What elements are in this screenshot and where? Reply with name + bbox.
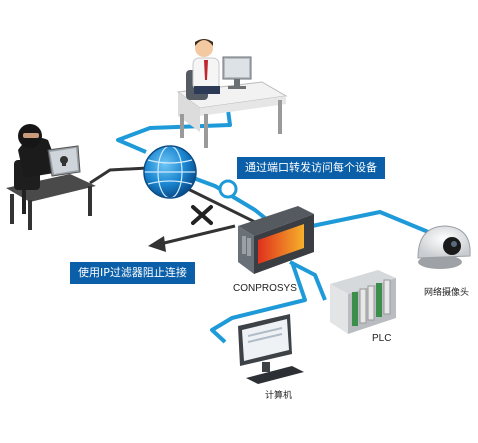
conprosys-device-icon — [238, 206, 314, 274]
hacker-icon — [6, 124, 96, 230]
device-label: CONPROSYS — [233, 283, 297, 294]
office-user-icon — [176, 39, 288, 148]
attack-links — [89, 166, 256, 246]
link-globe-device — [187, 174, 272, 224]
computer-icon — [238, 314, 304, 384]
network-camera-icon — [417, 225, 471, 269]
link-device-plc — [289, 260, 327, 301]
blocked-return-line — [159, 224, 236, 246]
blocked-x-icon — [191, 205, 213, 225]
link-device-camera — [311, 210, 439, 238]
blocked-arrowhead — [148, 236, 166, 252]
link-globe-device-attack — [185, 186, 256, 224]
camera-label: 网络摄像头 — [424, 288, 470, 298]
computer-label: 计算机 — [265, 391, 293, 401]
link-office-globe — [116, 109, 232, 154]
plc-icon — [330, 270, 396, 334]
globe-icon — [143, 145, 197, 199]
network-links — [116, 109, 439, 344]
ip-filter-callout: 使用IP过滤器阻止连接 — [70, 262, 195, 284]
plc-label: PLC — [372, 333, 392, 344]
port-circle-icon — [218, 179, 238, 199]
link-hacker-globe — [89, 166, 149, 185]
link-device-computer — [210, 261, 307, 344]
port-forward-callout: 通过端口转发访问每个设备 — [237, 157, 385, 179]
